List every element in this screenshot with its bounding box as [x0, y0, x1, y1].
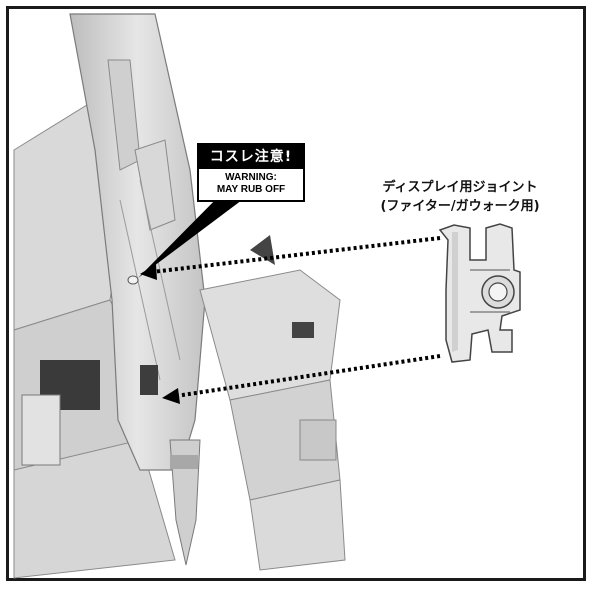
warning-text: WARNING: MAY RUB OFF: [199, 169, 303, 200]
part-label-line-1: ディスプレイ用ジョイント: [382, 180, 538, 195]
display-joint-part: [438, 223, 521, 363]
warning-title: コスレ注意!: [199, 145, 303, 169]
model-nose: [169, 439, 201, 566]
warning-callout: コスレ注意! WARNING: MAY RUB OFF: [197, 143, 305, 202]
connection-arrow-lower: [162, 354, 441, 404]
model-fuselage: [69, 13, 206, 471]
warning-pointer: [138, 185, 262, 278]
warning-line-1: WARNING:: [225, 172, 277, 183]
warning-line-2: MAY RUB OFF: [216, 184, 286, 195]
connection-arrow-upper: [140, 236, 441, 280]
part-label-line-2: (ファイター/ガウォーク用): [380, 199, 540, 214]
part-label: ディスプレイ用ジョイント (ファイター/ガウォーク用): [345, 178, 575, 216]
model-legs-right: [140, 235, 346, 571]
